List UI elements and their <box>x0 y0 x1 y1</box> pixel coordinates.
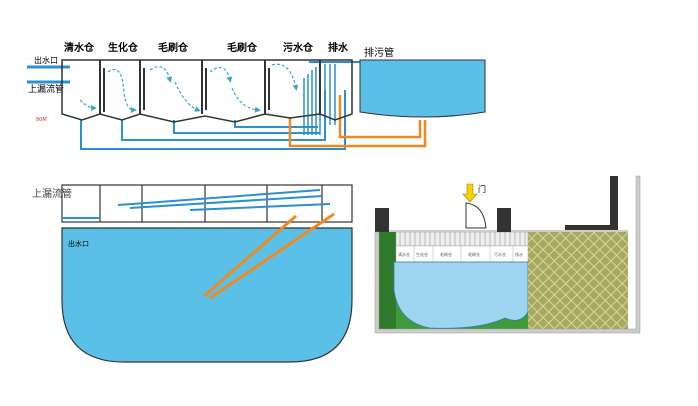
label-height-mark: 80M <box>36 117 47 123</box>
side-label-dirty: 污水仓 <box>494 251 506 257</box>
side-label-bio: 生化仓 <box>416 251 428 257</box>
display-tank-water <box>359 59 486 118</box>
label-chamber-bio: 生化仓 <box>108 41 139 54</box>
label-chamber-clear: 清水仓 <box>64 41 95 54</box>
side-label-drain: 排水 <box>515 251 523 257</box>
door-hinge <box>465 202 487 229</box>
label-door: 门 <box>478 184 486 194</box>
top-view-diagram: 上漏流管 出水口 <box>32 184 353 363</box>
label-chamber-brush-2: 毛刷仓 <box>227 41 258 54</box>
top-sump-diagram: 清水仓 生化仓 毛刷仓 毛刷仓 污水仓 排水 排污管 出水口 上漏流管 80M <box>27 41 486 150</box>
label-overflow-pipe-top: 上漏流管 <box>32 187 72 200</box>
label-outlet-top: 出水口 <box>68 239 89 248</box>
label-chamber-dirty: 污水仓 <box>283 41 314 54</box>
label-drain-pipe: 排污管 <box>364 46 394 59</box>
label-outlet: 出水口 <box>34 55 58 65</box>
down-arrow-icon <box>462 183 478 203</box>
label-chamber-brush-1: 毛刷仓 <box>158 41 189 54</box>
side-label-clear: 清水仓 <box>398 251 410 257</box>
label-overflow-pipe: 上漏流管 <box>28 83 64 95</box>
label-chamber-drain: 排水 <box>328 41 349 54</box>
side-tank-water <box>393 261 529 329</box>
media-block <box>528 230 628 332</box>
side-view-diagram: 清水仓 生化仓 毛刷仓 毛刷仓 污水仓 排水 门 <box>374 175 641 334</box>
side-label-brush-1: 毛刷仓 <box>440 251 452 257</box>
side-label-brush-2: 毛刷仓 <box>468 251 480 257</box>
